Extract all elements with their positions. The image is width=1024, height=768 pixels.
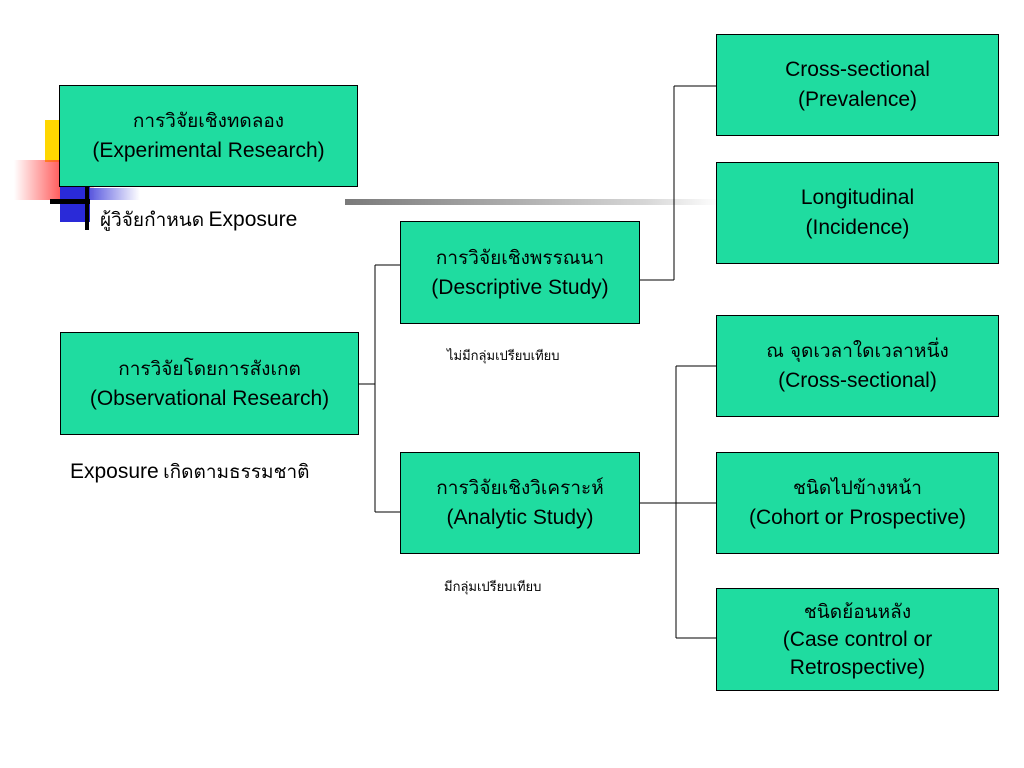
experimental-research-box: การวิจัยเชิงทดลอง (Experimental Research… bbox=[59, 85, 358, 187]
descriptive-study-english: (Descriptive Study) bbox=[431, 275, 609, 299]
cross-sectional-prevalence-line1: Cross-sectional bbox=[785, 58, 930, 81]
cross-sectional-point-box: ณ จุดเวลาใดเวลาหนึ่ง (Cross-sectional) bbox=[716, 315, 999, 417]
deco-blue-fade bbox=[90, 188, 140, 200]
cross-sectional-prevalence-line2: (Prevalence) bbox=[797, 88, 918, 111]
cross-sectional-point-thai: ณ จุดเวลาใดเวลาหนึ่ง bbox=[766, 340, 949, 362]
observational-research-thai: การวิจัยโดยการสังเกต bbox=[118, 357, 301, 380]
deco-gradient-line bbox=[345, 199, 720, 205]
natural-exposure-thai: เกิดตามธรรมชาติ bbox=[163, 461, 310, 483]
researcher-exposure-label: ผู้วิจัยกำหนด Exposure bbox=[100, 205, 297, 235]
researcher-exposure-thai: ผู้วิจัยกำหนด bbox=[100, 209, 205, 231]
case-control-thai: ชนิดย้อนหลัง bbox=[803, 600, 912, 623]
descriptive-study-box: การวิจัยเชิงพรรณนา (Descriptive Study) bbox=[400, 221, 640, 324]
longitudinal-line1: Longitudinal bbox=[800, 186, 915, 209]
experimental-research-english: (Experimental Research) bbox=[92, 139, 325, 162]
cohort-english: (Cohort or Prospective) bbox=[748, 506, 967, 529]
case-control-line2: Retrospective) bbox=[789, 655, 926, 679]
natural-exposure-label: Exposure เกิดตามธรรมชาติ bbox=[70, 457, 309, 487]
case-control-line1: (Case control or bbox=[782, 627, 933, 651]
observational-research-box: การวิจัยโดยการสังเกต (Observational Rese… bbox=[60, 332, 359, 435]
experimental-research-thai: การวิจัยเชิงทดลอง bbox=[132, 110, 285, 132]
observational-research-english: (Observational Research) bbox=[89, 386, 330, 410]
case-control-box: ชนิดย้อนหลัง (Case control or Retrospect… bbox=[716, 588, 999, 691]
analytic-study-english: (Analytic Study) bbox=[446, 506, 594, 529]
analytic-study-thai: การวิจัยเชิงวิเคราะห์ bbox=[436, 477, 604, 499]
analytic-study-box: การวิจัยเชิงวิเคราะห์ (Analytic Study) bbox=[400, 452, 640, 554]
cohort-box: ชนิดไปข้างหน้า (Cohort or Prospective) bbox=[716, 452, 999, 554]
comparison-group-label: มีกลุ่มเปรียบเทียบ bbox=[444, 580, 542, 595]
descriptive-study-thai: การวิจัยเชิงพรรณนา bbox=[435, 246, 605, 269]
deco-black-bar-v bbox=[85, 186, 89, 230]
researcher-exposure-english: Exposure bbox=[208, 208, 298, 231]
cross-sectional-prevalence-box: Cross-sectional (Prevalence) bbox=[716, 34, 999, 136]
longitudinal-box: Longitudinal (Incidence) bbox=[716, 162, 999, 264]
no-comparison-group-label: ไม่มีกลุ่มเปรียบเทียบ bbox=[447, 349, 560, 364]
cohort-thai: ชนิดไปข้างหน้า bbox=[793, 477, 922, 499]
cross-sectional-point-english: (Cross-sectional) bbox=[778, 369, 937, 392]
deco-black-bar-h bbox=[50, 199, 90, 204]
natural-exposure-english: Exposure bbox=[70, 460, 159, 483]
longitudinal-line2: (Incidence) bbox=[805, 216, 910, 239]
